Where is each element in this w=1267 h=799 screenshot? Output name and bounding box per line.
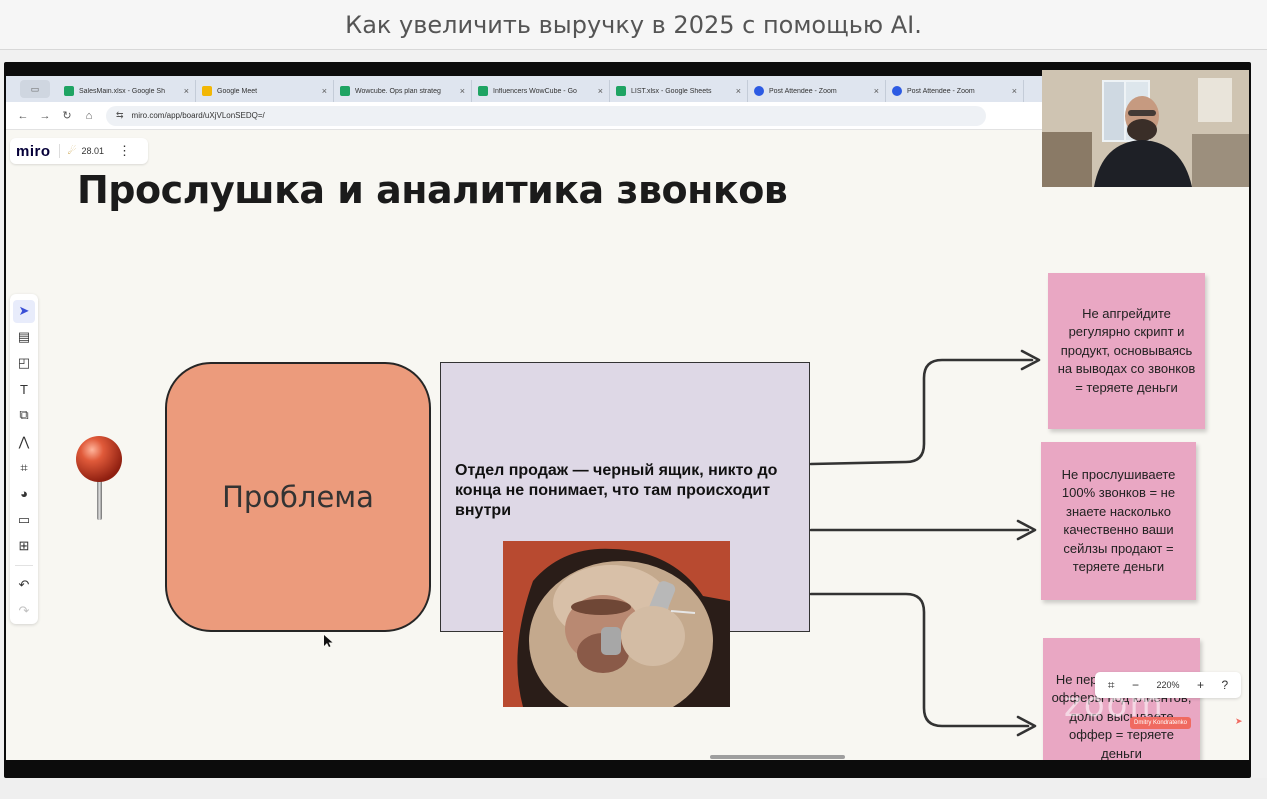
board-zoom-controls: ⌗ − 220% + ? — [1095, 672, 1241, 698]
browser-tab[interactable]: Google Meet × — [196, 80, 334, 102]
problem-label: Проблема — [222, 480, 374, 514]
browser-window: ▭ SalesMain.xlsx - Google Sh × Google Me… — [6, 76, 1249, 760]
sticky-note[interactable]: Не апгрейдите регулярно скрипт и продукт… — [1048, 273, 1205, 429]
meet-icon — [202, 86, 212, 96]
text-tool-icon[interactable]: T — [20, 381, 28, 397]
reload-icon[interactable]: ↻ — [62, 110, 72, 122]
zoom-in-button[interactable]: + — [1197, 678, 1205, 692]
browser-tab[interactable]: SalesMain.xlsx - Google Sh × — [58, 80, 196, 102]
apps-icon[interactable]: ◕ — [20, 486, 28, 502]
sheets-icon — [340, 86, 350, 96]
bottom-bar — [0, 778, 1267, 799]
add-more-icon[interactable]: ⊞ — [18, 537, 30, 553]
shapes-icon[interactable]: ⧉ — [19, 407, 29, 423]
pen-icon[interactable]: ⋀ — [18, 433, 30, 449]
zoom-watermark: zoom — [1064, 685, 1165, 725]
sticky-note[interactable]: Не прослушиваете 100% звонков = не знает… — [1041, 442, 1196, 600]
tab-label: LIST.xlsx - Google Sheets — [631, 87, 712, 95]
zoom-out-button[interactable]: − — [1131, 678, 1139, 692]
miro-canvas[interactable]: miro ☄ 28.01 ⋮ ➤ ▤ ◰ T ⧉ ⋀ ⌗ ◕ ▭ ⊞ ↶ ↷ П… — [6, 130, 1249, 760]
close-icon[interactable]: × — [735, 86, 741, 96]
sheets-icon — [64, 86, 74, 96]
miro-logo[interactable]: miro — [16, 142, 51, 160]
webinar-title: Как увеличить выручку в 2025 с помощью A… — [0, 0, 1267, 50]
templates-icon[interactable]: ▤ — [17, 329, 31, 345]
black-box-text: Отдел продаж — черный ящик, никто до кон… — [455, 462, 778, 519]
browser-tab[interactable]: Influencers WowCube - Go × — [472, 80, 610, 102]
sticky-note-text: Не апгрейдите регулярно скрипт и продукт… — [1057, 305, 1196, 395]
close-icon[interactable]: × — [1011, 86, 1017, 96]
collaborator-cursor-tag: Dmitry Kondratenko — [1130, 717, 1192, 729]
close-icon[interactable]: × — [597, 86, 603, 96]
close-icon[interactable]: × — [873, 86, 879, 96]
zoom-icon — [754, 86, 764, 96]
board-name[interactable]: 28.01 — [81, 146, 105, 156]
redo-icon[interactable]: ↷ — [18, 603, 30, 619]
divider — [58, 144, 60, 158]
tab-label: Influencers WowCube - Go — [493, 87, 577, 95]
tab-strip: ▭ SalesMain.xlsx - Google Sh × Google Me… — [6, 76, 1249, 102]
url-field[interactable]: ⇆ miro.com/app/board/uXjVLonSEDQ=/ — [106, 105, 986, 126]
connector-arrows — [809, 349, 1041, 737]
miro-board-header: miro ☄ 28.01 ⋮ — [10, 138, 148, 164]
collaborator-cursor-icon: ➤ — [1235, 716, 1243, 726]
toolbar-divider — [15, 564, 33, 566]
problem-shape[interactable]: Проблема — [165, 362, 431, 632]
select-tool-icon[interactable]: ➤ — [13, 299, 35, 323]
tab-label: Post Attendee - Zoom — [769, 87, 837, 95]
url-text: miro.com/app/board/uXjVLonSEDQ=/ — [131, 111, 265, 120]
sheets-icon — [478, 86, 488, 96]
left-toolbar: ➤ ▤ ◰ T ⧉ ⋀ ⌗ ◕ ▭ ⊞ ↶ ↷ — [10, 294, 38, 624]
presenter-webcam-video — [1042, 70, 1249, 187]
browser-tab[interactable]: Post Attendee - Zoom × — [886, 80, 1024, 102]
close-icon[interactable]: × — [183, 86, 189, 96]
sticky-note-icon[interactable]: ◰ — [17, 355, 31, 371]
more-options-icon[interactable]: ⋮ — [118, 143, 132, 158]
pushpin-icon — [76, 436, 122, 520]
help-icon[interactable]: ? — [1221, 678, 1229, 692]
site-settings-icon[interactable]: ⇆ — [116, 110, 124, 120]
browser-tab[interactable]: Wowcube. Ops plan strateg × — [334, 80, 472, 102]
undo-icon[interactable]: ↶ — [18, 576, 30, 592]
sticky-note-text: Не прослушиваете 100% звонков = не знает… — [1061, 466, 1176, 575]
address-bar: ← → ↻ ⌂ ⇆ miro.com/app/board/uXjVLonSEDQ… — [6, 102, 1249, 130]
zoom-level[interactable]: 220% — [1156, 680, 1180, 690]
comment-icon[interactable]: ▭ — [17, 511, 31, 527]
tab-label: SalesMain.xlsx - Google Sh — [79, 87, 165, 95]
frame-icon[interactable]: ⌗ — [20, 459, 28, 475]
browser-tab[interactable]: Post Attendee - Zoom × — [748, 80, 886, 102]
mouse-cursor-icon — [324, 635, 333, 647]
tab-label: Post Attendee - Zoom — [907, 87, 975, 95]
close-icon[interactable]: × — [321, 86, 327, 96]
home-icon[interactable]: ⌂ — [85, 109, 93, 122]
monkey-phone-image[interactable] — [503, 541, 730, 707]
browser-tab[interactable]: LIST.xlsx - Google Sheets × — [610, 80, 748, 102]
fit-screen-icon[interactable]: ⌗ — [1107, 677, 1115, 692]
forward-icon[interactable]: → — [39, 109, 51, 122]
close-icon[interactable]: × — [459, 86, 465, 96]
zoom-icon — [892, 86, 902, 96]
tab-label: Wowcube. Ops plan strateg — [355, 87, 441, 95]
board-icon: ☄ — [67, 145, 77, 157]
tab-label: Google Meet — [217, 87, 258, 95]
sheets-icon — [616, 86, 626, 96]
share-scroll-handle[interactable] — [710, 755, 845, 759]
slide-title: Прослушка и аналитика звонков — [77, 168, 788, 212]
back-icon[interactable]: ← — [17, 109, 29, 122]
tab-group-icon[interactable]: ▭ — [20, 80, 50, 98]
